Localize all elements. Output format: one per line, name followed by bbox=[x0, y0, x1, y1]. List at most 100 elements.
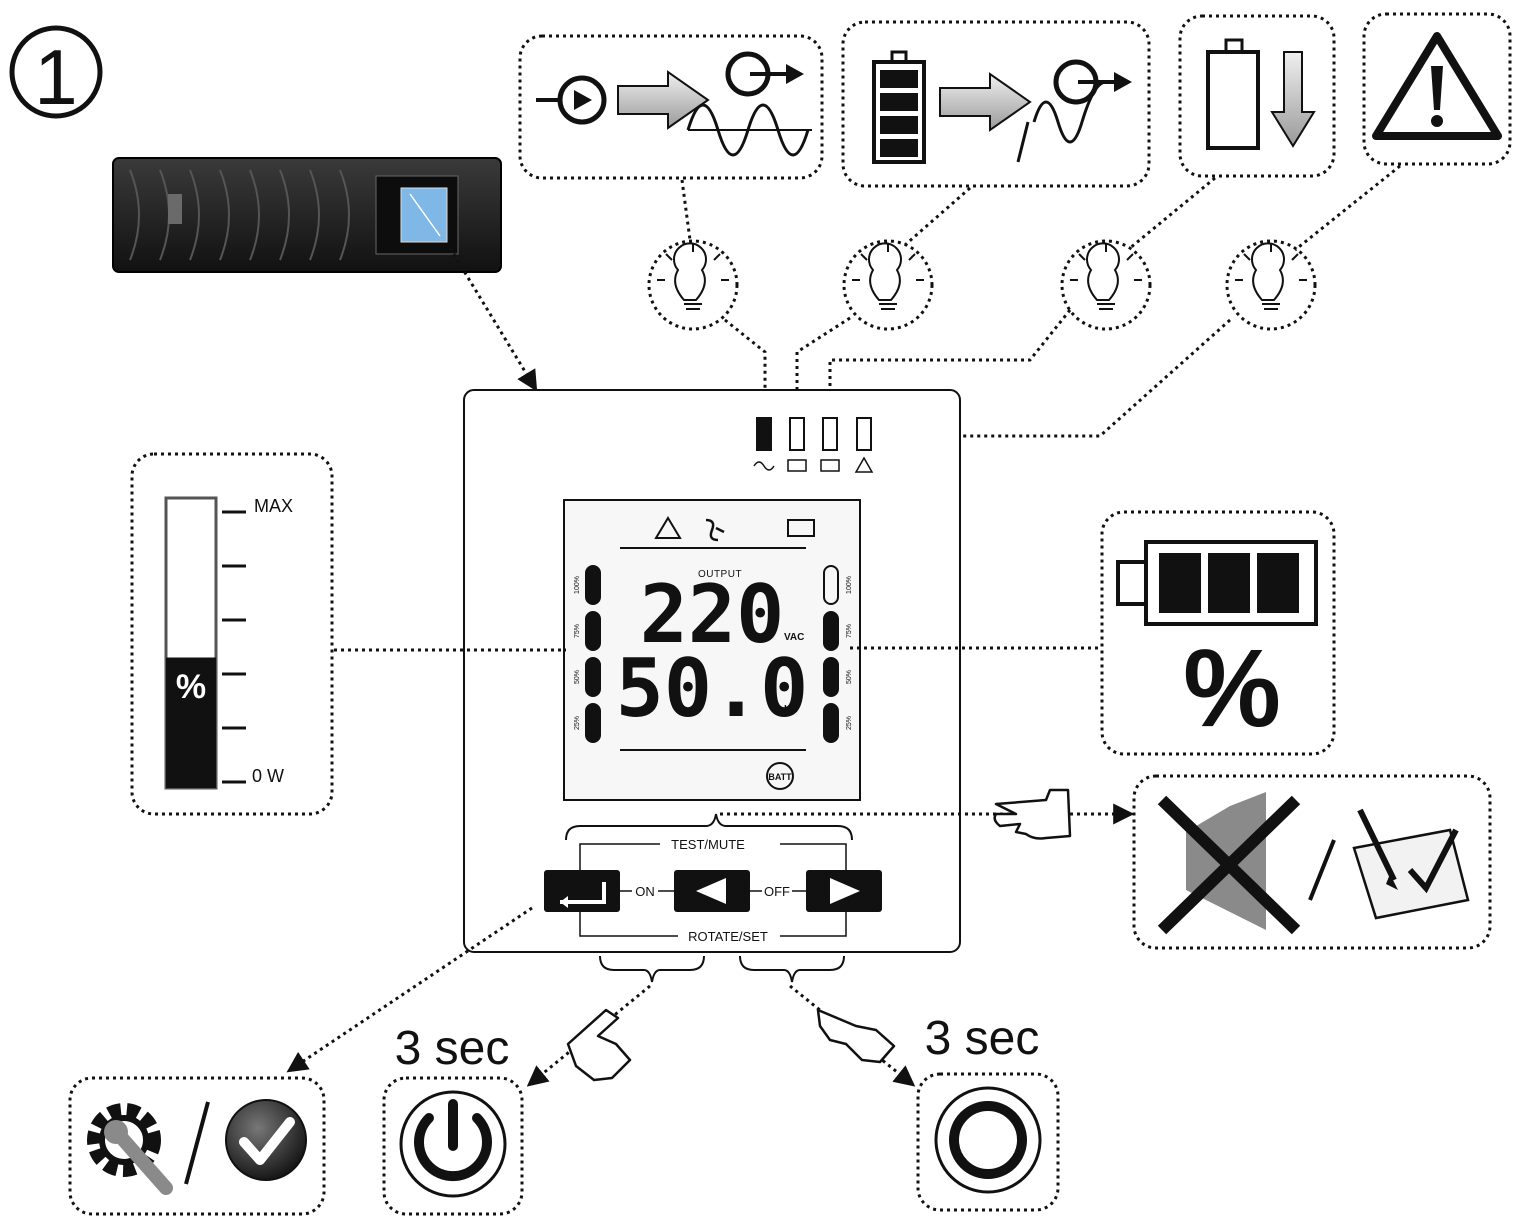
fault-box bbox=[1362, 12, 1512, 166]
battery-small-icon bbox=[787, 459, 807, 472]
battery-cells bbox=[1159, 553, 1299, 613]
down-arrow-icon bbox=[1270, 51, 1316, 148]
fault-reset-label: BATT bbox=[768, 772, 792, 782]
frequency-readout: 50.0 bbox=[616, 642, 809, 735]
lcd-level-label: 100% bbox=[846, 576, 853, 594]
power-on-hold-label: 3 sec bbox=[395, 1022, 510, 1075]
power-off-box bbox=[916, 1072, 1060, 1212]
self-test-checklist-icon bbox=[1352, 808, 1470, 920]
led-battery-mode-bulb bbox=[842, 239, 934, 331]
load-percent-label: % bbox=[176, 668, 206, 706]
ups-screen bbox=[400, 187, 448, 243]
line-mode-box bbox=[518, 34, 824, 180]
enter-button[interactable] bbox=[544, 870, 620, 912]
battery-mode-box bbox=[841, 20, 1151, 188]
lcd-level-segment bbox=[823, 703, 839, 743]
battery-terminal bbox=[1116, 560, 1148, 606]
arrow-icon bbox=[939, 72, 1032, 132]
load-min-label: 0 W bbox=[252, 766, 284, 786]
lcd-level-label: 50% bbox=[574, 670, 581, 684]
lcd-level-label: 50% bbox=[846, 670, 853, 684]
pointing-hand-icon bbox=[993, 788, 1072, 840]
led-line-mode bbox=[756, 417, 772, 451]
input-plug-icon bbox=[536, 75, 607, 125]
led-fault bbox=[856, 417, 872, 451]
test-mute-label: TEST/MUTE bbox=[671, 837, 745, 852]
sine-wave-icon bbox=[686, 103, 812, 157]
rotate-set-label: ROTATE/SET bbox=[688, 929, 768, 944]
fault-reset-icon bbox=[766, 762, 794, 790]
arrow-icon bbox=[617, 70, 710, 130]
battery-low-small-icon bbox=[820, 459, 840, 472]
left-button[interactable] bbox=[674, 870, 750, 912]
battery-cell bbox=[1257, 553, 1299, 613]
lcd-level-segment bbox=[823, 611, 839, 651]
output-plug-icon bbox=[1053, 59, 1132, 105]
load-max-label: MAX bbox=[254, 496, 293, 516]
empty-battery-icon bbox=[1206, 38, 1260, 150]
output-caption: OUTPUT bbox=[698, 569, 742, 580]
mute-test-box bbox=[1132, 774, 1492, 950]
lcd-level-segment bbox=[585, 611, 601, 651]
power-off-icon bbox=[949, 1101, 1027, 1179]
lcd-level-label: 75% bbox=[574, 624, 581, 638]
lcd-level-label: 25% bbox=[574, 716, 581, 730]
step-number: 1 bbox=[34, 33, 77, 121]
load-level-box: MAX 0 W % bbox=[130, 452, 334, 816]
confirm-check-icon bbox=[225, 1099, 307, 1181]
lcd-warning-icon bbox=[654, 516, 682, 539]
settings-box bbox=[68, 1076, 326, 1216]
frequency-unit: HZ bbox=[784, 704, 797, 715]
step-marker: 1 bbox=[9, 25, 103, 121]
battery-level-box: % bbox=[1100, 510, 1336, 756]
ac-icon bbox=[753, 461, 775, 471]
lcd-load-level: 100% 75% 50% 25% bbox=[574, 565, 601, 743]
control-panel: 100% 75% 50% 25% 100% 75% 50% 25% OUTPUT 220 V… bbox=[463, 389, 961, 983]
lcd-level-segment bbox=[823, 657, 839, 697]
load-scale-ticks bbox=[222, 510, 246, 784]
power-icon bbox=[414, 1099, 492, 1181]
fan-icon bbox=[705, 518, 725, 542]
full-battery-icon bbox=[872, 50, 926, 164]
lcd-level-label: 100% bbox=[574, 576, 581, 594]
lcd-level-segment bbox=[823, 565, 839, 605]
lcd-level-label: 25% bbox=[846, 716, 853, 730]
led-battery-low bbox=[822, 417, 838, 451]
lcd-level-segment bbox=[585, 565, 601, 605]
lcd-battery-level: 100% 75% 50% 25% bbox=[823, 565, 853, 743]
lcd-display: 100% 75% 50% 25% 100% 75% 50% 25% OUTPUT 220 V… bbox=[563, 499, 861, 801]
lcd-battery-icon bbox=[787, 519, 815, 537]
lcd-level-segment bbox=[585, 657, 601, 697]
lcd-level-segment bbox=[585, 703, 601, 743]
right-button[interactable] bbox=[806, 870, 882, 912]
led-battery-low-bulb bbox=[1060, 239, 1152, 331]
ups-unit bbox=[112, 157, 502, 273]
output-plug-icon bbox=[725, 51, 804, 97]
battery-cell bbox=[1159, 553, 1201, 613]
load-bar-fill bbox=[166, 657, 216, 788]
pointing-hand-icon bbox=[566, 1008, 632, 1082]
battery-low-box bbox=[1178, 14, 1336, 178]
ups-logo bbox=[168, 194, 182, 224]
power-on-box bbox=[382, 1076, 524, 1216]
battery-percent-label: % bbox=[1183, 627, 1281, 750]
led-line-mode-bulb bbox=[647, 239, 739, 331]
separator-slash bbox=[1308, 839, 1336, 901]
fault-small-icon bbox=[854, 456, 874, 473]
sine-wave-icon bbox=[1016, 80, 1107, 163]
lcd-level-label: 75% bbox=[846, 624, 853, 638]
voltage-readout: 220 bbox=[640, 568, 785, 661]
led-battery-mode bbox=[789, 417, 805, 451]
led-connectors bbox=[680, 164, 1401, 438]
pointing-hand-icon bbox=[816, 1008, 896, 1064]
led-fault-bulb bbox=[1225, 239, 1317, 331]
warning-triangle-icon bbox=[1372, 32, 1502, 140]
separator-slash bbox=[184, 1101, 210, 1185]
ups-vent-grille bbox=[129, 169, 350, 261]
on-label: ON bbox=[635, 884, 655, 899]
power-off-hold-label: 3 sec bbox=[925, 1012, 1040, 1065]
mute-speaker-icon bbox=[1157, 792, 1301, 935]
voltage-unit: VAC bbox=[784, 632, 804, 643]
off-label: OFF bbox=[764, 884, 790, 899]
